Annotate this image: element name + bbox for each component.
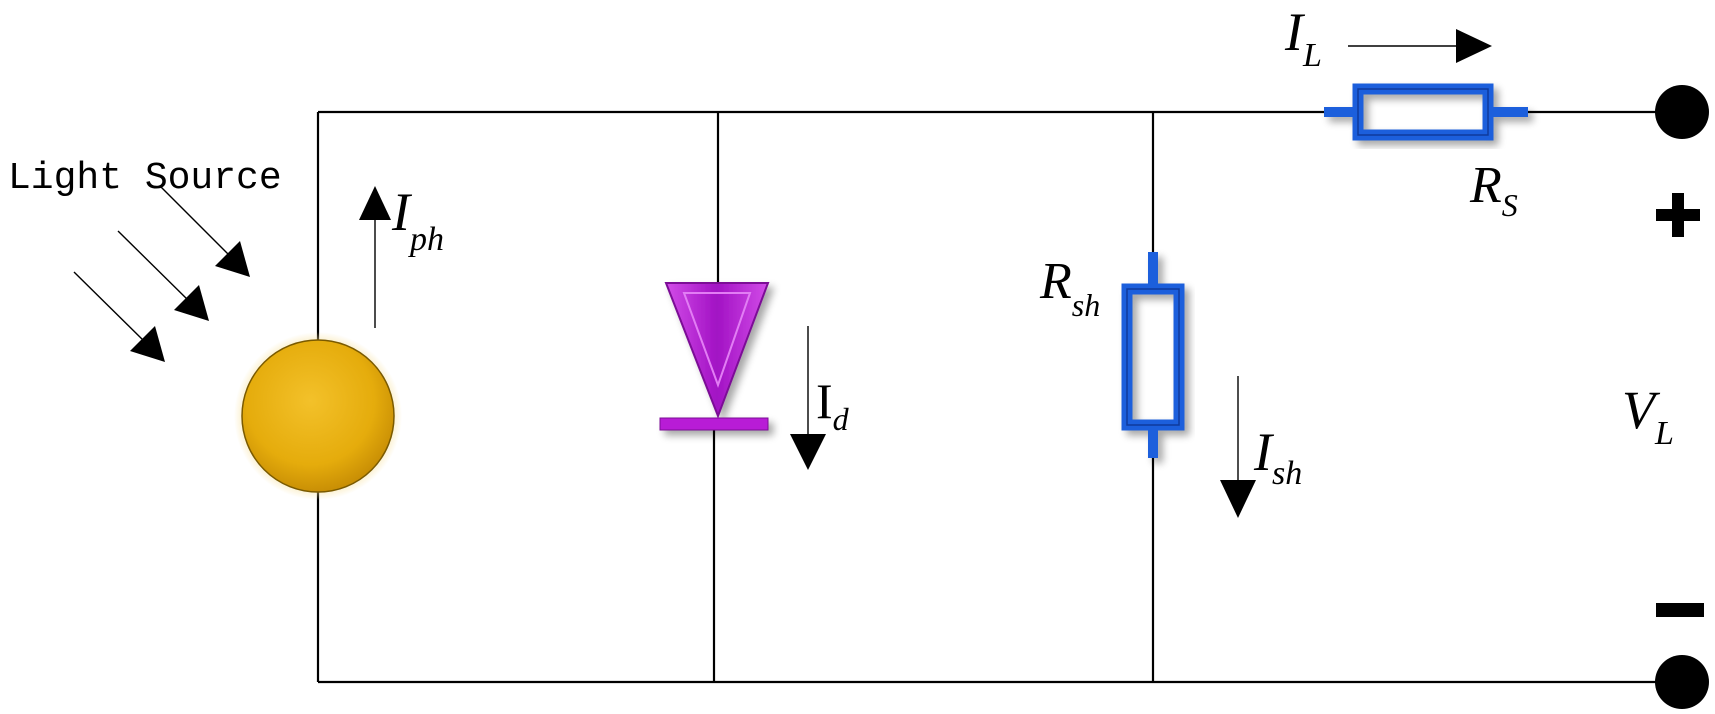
- rsh-label: Rsh: [1039, 253, 1100, 323]
- light-ray-3: [160, 186, 233, 259]
- light-ray-1-head: [130, 326, 165, 362]
- ish-arrow-head: [1220, 480, 1256, 518]
- shunt-body-edge: [1126, 288, 1180, 426]
- shunt-lead-bottom: [1148, 424, 1158, 458]
- rs-label-sub: S: [1502, 187, 1518, 223]
- diode-bar: [659, 417, 769, 431]
- id-arrow-head: [790, 434, 826, 470]
- rsh-label-main: R: [1039, 253, 1072, 310]
- iph-arrow-head: [359, 186, 391, 220]
- rs-body-edge: [1357, 88, 1489, 136]
- source-body: [241, 339, 395, 493]
- light-ray-2-head: [174, 285, 209, 321]
- iph-label-main: I: [391, 182, 413, 242]
- negative-terminal-icon: [1655, 655, 1709, 709]
- id-label: Id: [816, 373, 850, 437]
- positive-terminal-icon: [1655, 85, 1709, 139]
- rs-lead-left: [1324, 107, 1356, 117]
- diode-triangle: [664, 282, 770, 419]
- il-arrow: [1348, 29, 1492, 63]
- plus-vertical: [1672, 193, 1684, 237]
- minus-sign-icon: [1656, 603, 1704, 617]
- light-ray-arrows-icon: [73, 186, 250, 362]
- ish-arrow: [1220, 376, 1256, 518]
- light-ray-3-head: [215, 241, 250, 277]
- il-label: IL: [1284, 2, 1322, 74]
- plus-sign-icon: [1656, 193, 1700, 237]
- circuit-wires: [316, 110, 1675, 684]
- id-label-sub: d: [833, 401, 850, 437]
- shunt-resistor-icon: [1121, 252, 1185, 458]
- shunt-lead-top: [1148, 252, 1158, 288]
- rs-label: RS: [1469, 157, 1518, 223]
- vl-label-main: V: [1622, 380, 1661, 440]
- rs-body: [1352, 83, 1494, 141]
- vl-label-sub: L: [1654, 415, 1674, 452]
- il-arrow-head: [1456, 29, 1492, 63]
- diode-inner-bevel: [682, 292, 752, 388]
- rs-label-main: R: [1469, 157, 1502, 214]
- light-ray-1: [73, 271, 147, 344]
- current-source-icon: [234, 332, 402, 500]
- series-resistor-icon: [1324, 83, 1528, 141]
- diode-icon: [659, 282, 770, 431]
- shunt-body: [1121, 283, 1185, 431]
- vl-label: VL: [1622, 380, 1674, 452]
- rsh-label-sub: sh: [1072, 287, 1100, 323]
- ish-label-main: I: [1253, 422, 1275, 482]
- id-label-main: I: [816, 373, 833, 429]
- iph-label: Iph: [391, 182, 444, 258]
- ish-label-sub: sh: [1272, 455, 1302, 492]
- rs-lead-right: [1488, 107, 1528, 117]
- iph-arrow: [359, 186, 391, 328]
- id-arrow: [790, 326, 826, 470]
- il-label-sub: L: [1302, 37, 1322, 74]
- ish-label: Ish: [1253, 422, 1302, 492]
- iph-label-sub: ph: [408, 221, 444, 258]
- il-label-main: I: [1284, 2, 1306, 62]
- light-source-label: Light Source: [8, 157, 282, 200]
- light-ray-2: [117, 230, 191, 303]
